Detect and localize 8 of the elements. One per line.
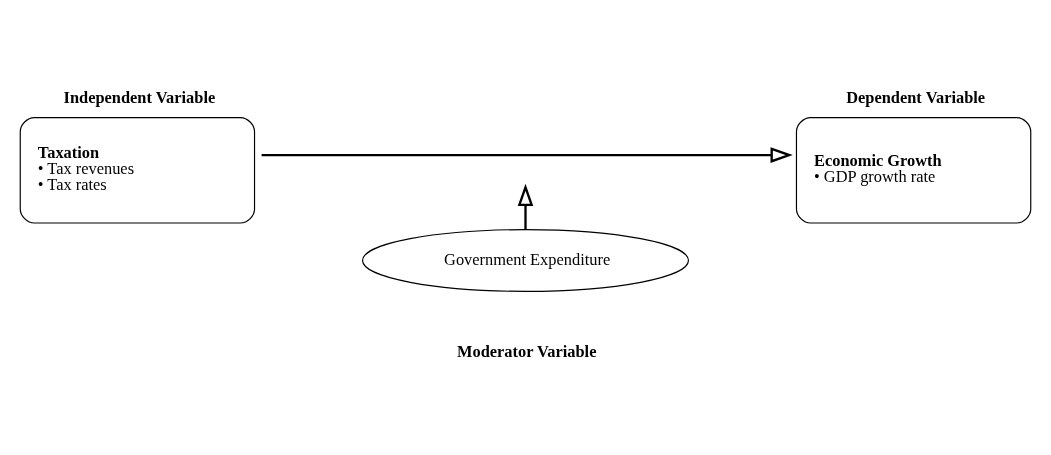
node-box: Economic Growth • GDP growth rate <box>795 116 1032 224</box>
node-ellipse: Government Expenditure <box>361 228 690 292</box>
node-label: Independent Variable <box>63 87 216 107</box>
node-label: Dependent Variable <box>846 87 986 107</box>
arrow <box>261 146 793 163</box>
arrow <box>517 183 534 229</box>
node-label: Moderator Variable <box>456 341 597 361</box>
node-box: Taxation • Tax revenues • Tax rates <box>19 116 256 224</box>
